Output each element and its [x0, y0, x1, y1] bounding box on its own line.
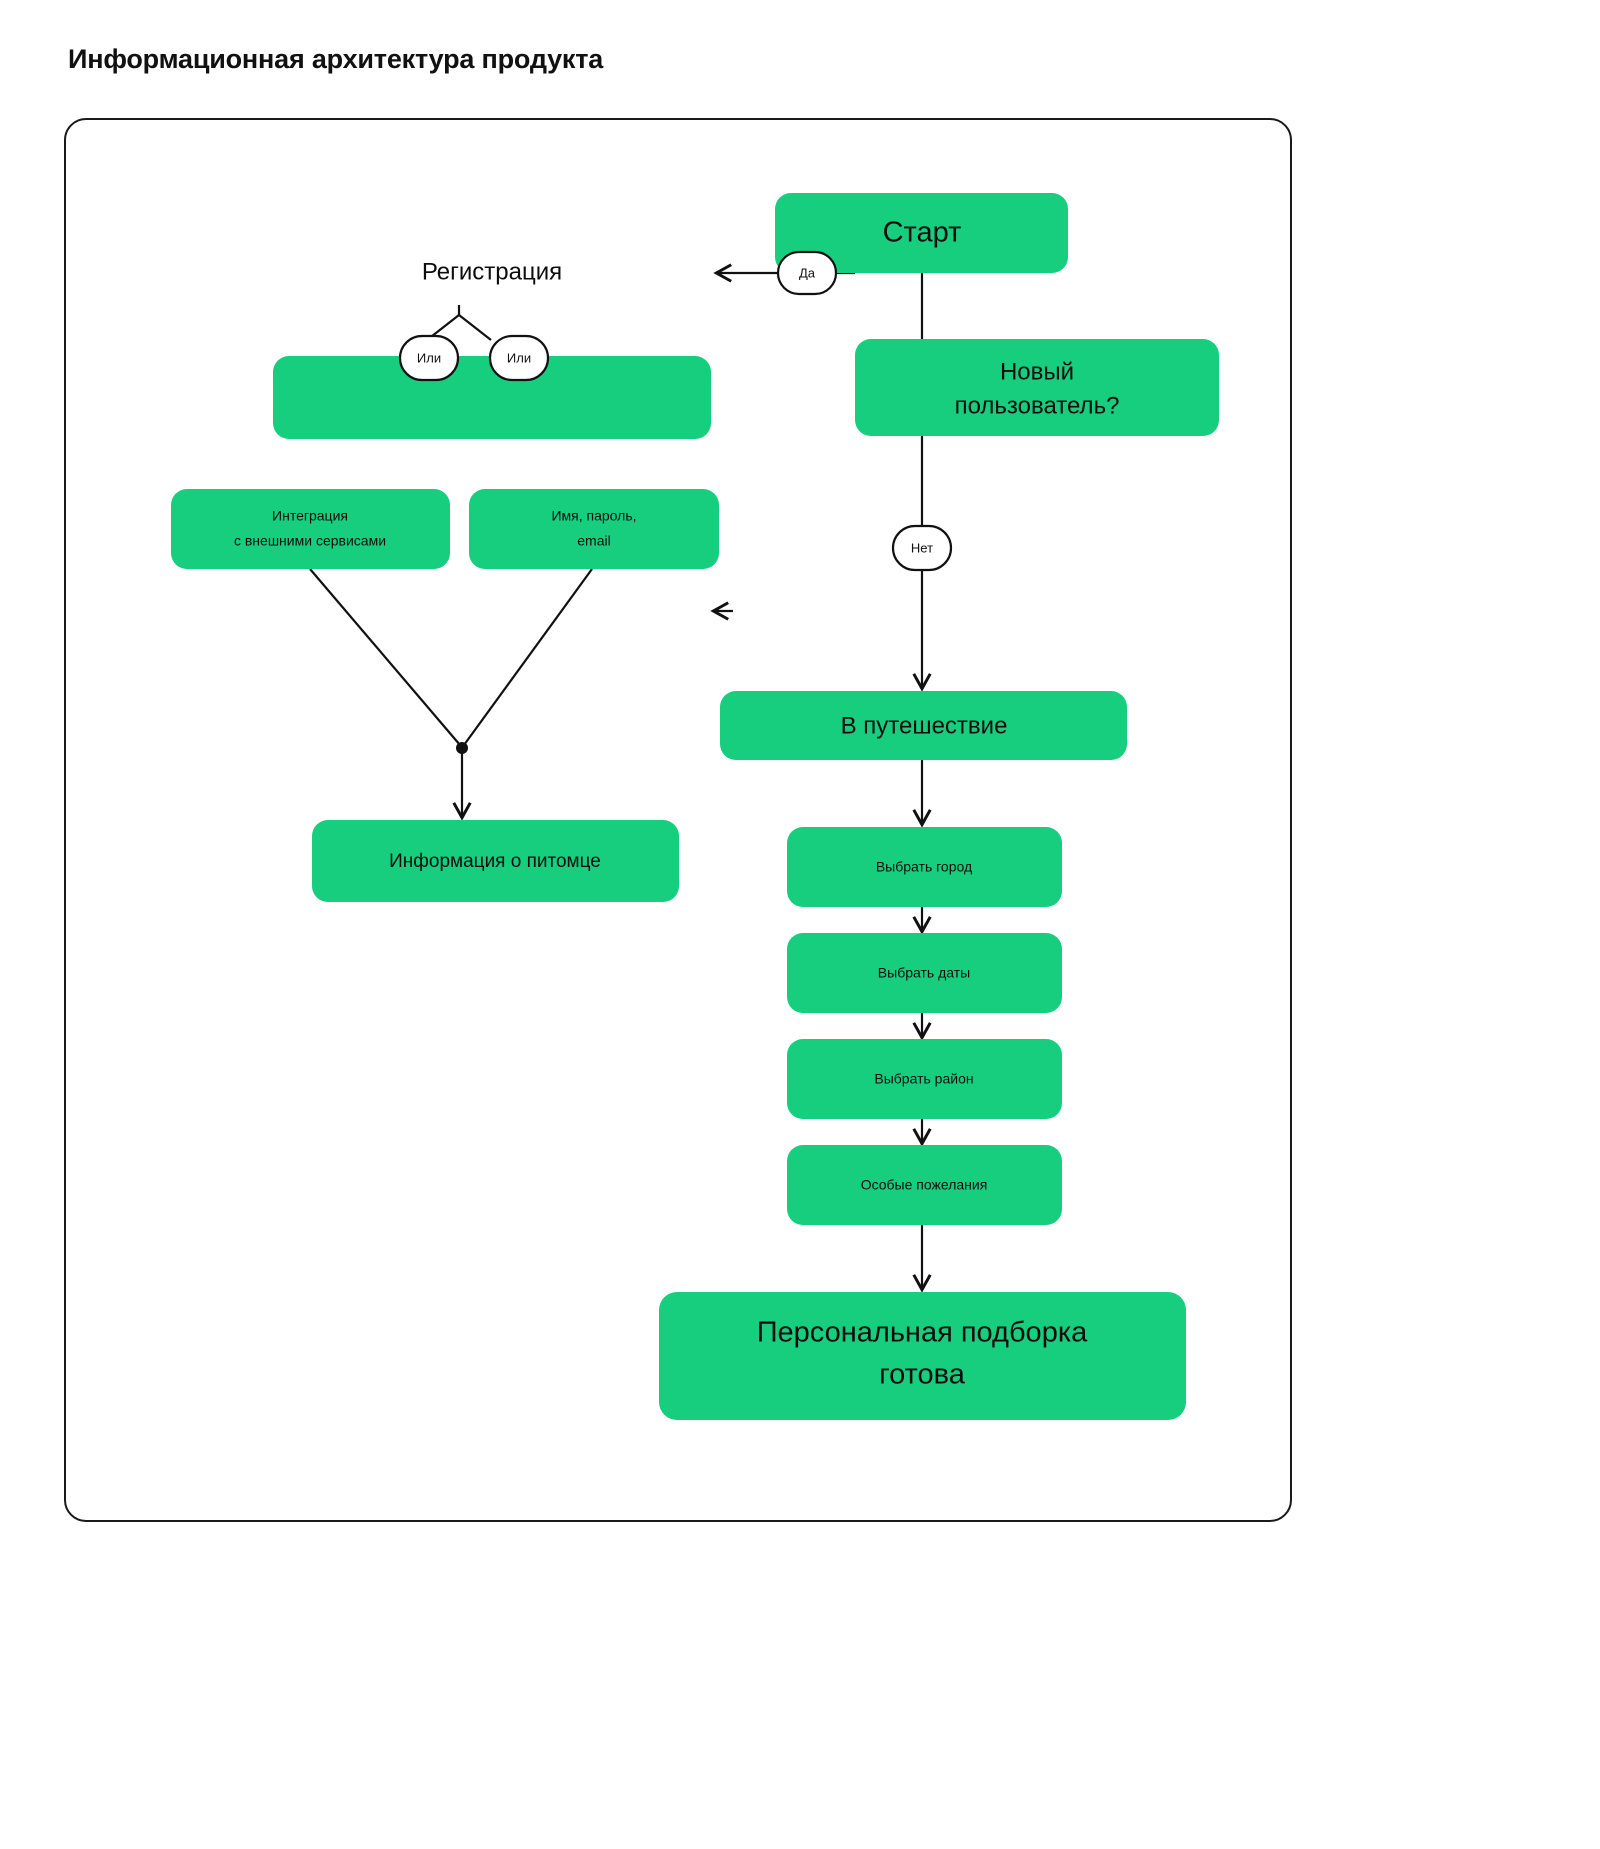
- node-credentials-label-line2: email: [577, 533, 610, 549]
- no-pill-shape: [891, 524, 953, 572]
- node-credentials[interactable]: Имя, пароль, email: [469, 489, 719, 569]
- flowchart-canvas: Старт Новый пользователь? Да Регистрация…: [171, 193, 1219, 1420]
- node-city[interactable]: Выбрать город: [787, 827, 1062, 907]
- node-journey[interactable]: В путешествие: [720, 691, 1127, 760]
- or-right-pill-label: Или: [507, 350, 531, 365]
- node-dates-label: Выбрать даты: [878, 965, 970, 981]
- node-new-user-label-line2: пользователь?: [955, 392, 1120, 419]
- node-start[interactable]: Старт: [775, 193, 1068, 273]
- node-integration[interactable]: Интеграция с внешними сервисами: [171, 489, 450, 569]
- or-left-pill-shape: [398, 334, 460, 382]
- node-wishes[interactable]: Особые пожелания: [787, 1145, 1062, 1225]
- edge-credentials-to-junction: [463, 568, 593, 746]
- node-pet-info[interactable]: Информация о питомце: [312, 820, 679, 902]
- node-dates[interactable]: Выбрать даты: [787, 933, 1062, 1013]
- edge-label-no: Нет: [891, 524, 953, 572]
- node-city-label: Выбрать город: [876, 859, 972, 875]
- node-integration-label-line2: с внешними сервисами: [234, 533, 386, 549]
- node-credentials-label-line1: Имя, пароль,: [551, 508, 636, 524]
- edge-integration-to-junction: [309, 568, 461, 746]
- node-wishes-label: Особые пожелания: [861, 1177, 988, 1193]
- node-city-box[interactable]: [787, 827, 1062, 907]
- node-result-label-line1: Персональная подборка: [757, 1317, 1088, 1349]
- node-start-label: Старт: [883, 217, 962, 249]
- node-integration-box[interactable]: [171, 489, 450, 569]
- node-result-label-line2: готова: [879, 1359, 966, 1391]
- page-title: Информационная архитектура продукта: [68, 44, 604, 74]
- or-left-pill-label: Или: [417, 350, 441, 365]
- node-integration-label-line1: Интеграция: [272, 508, 348, 524]
- node-pet-info-box[interactable]: [312, 820, 679, 902]
- node-dates-box[interactable]: [787, 933, 1062, 1013]
- edge-fork-to-or-right: [458, 314, 492, 341]
- node-result-box[interactable]: [659, 1292, 1186, 1420]
- merge-junction-dot: [456, 742, 468, 754]
- node-registration-box[interactable]: [273, 356, 711, 439]
- node-district-label: Выбрать район: [874, 1071, 973, 1087]
- edge-label-or-left: Или: [398, 334, 460, 382]
- node-district-box[interactable]: [787, 1039, 1062, 1119]
- node-journey-box[interactable]: [720, 691, 1127, 760]
- node-result[interactable]: Персональная подборка готова: [659, 1292, 1186, 1420]
- yes-pill-shape: [776, 250, 838, 296]
- node-registration-label: Регистрация: [422, 258, 562, 285]
- node-pet-info-label: Информация о питомце: [389, 851, 601, 872]
- node-start-box[interactable]: [775, 193, 1068, 273]
- node-credentials-box[interactable]: [469, 489, 719, 569]
- yes-pill-label: Да: [799, 265, 816, 280]
- node-wishes-box[interactable]: [787, 1145, 1062, 1225]
- edge-label-yes: Да: [776, 250, 838, 296]
- or-right-pill-shape: [488, 334, 550, 382]
- node-new-user-label-line1: Новый: [1000, 358, 1074, 385]
- node-new-user[interactable]: Новый пользователь?: [855, 339, 1219, 436]
- node-new-user-box[interactable]: [855, 339, 1219, 436]
- node-registration[interactable]: Регистрация: [273, 258, 711, 439]
- node-district[interactable]: Выбрать район: [787, 1039, 1062, 1119]
- node-journey-label: В путешествие: [841, 712, 1008, 739]
- no-pill-label: Нет: [911, 540, 933, 555]
- edge-label-or-right: Или: [488, 334, 550, 382]
